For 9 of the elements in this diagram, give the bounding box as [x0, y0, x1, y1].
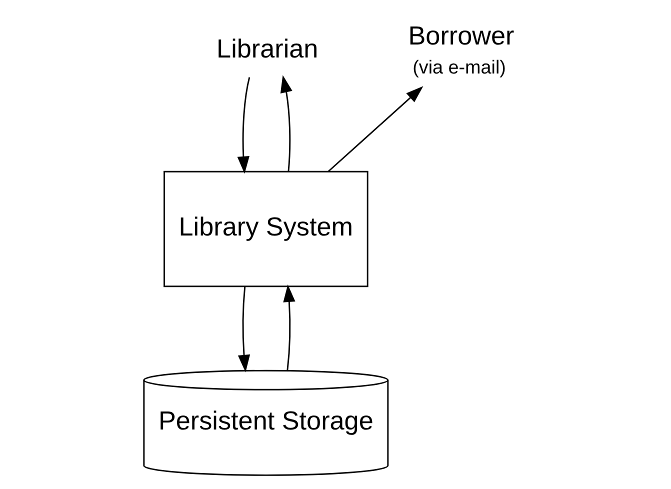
- arrow: [327, 86, 423, 172]
- node-box: Library System: [163, 170, 368, 287]
- node-text: Borrower: [408, 20, 514, 50]
- node-text: Librarian: [216, 33, 318, 64]
- arrow: [237, 286, 250, 372]
- arrow: [282, 284, 295, 370]
- arrow: [280, 74, 292, 172]
- arrow: [236, 76, 250, 174]
- node-label: (via e-mail): [412, 56, 506, 78]
